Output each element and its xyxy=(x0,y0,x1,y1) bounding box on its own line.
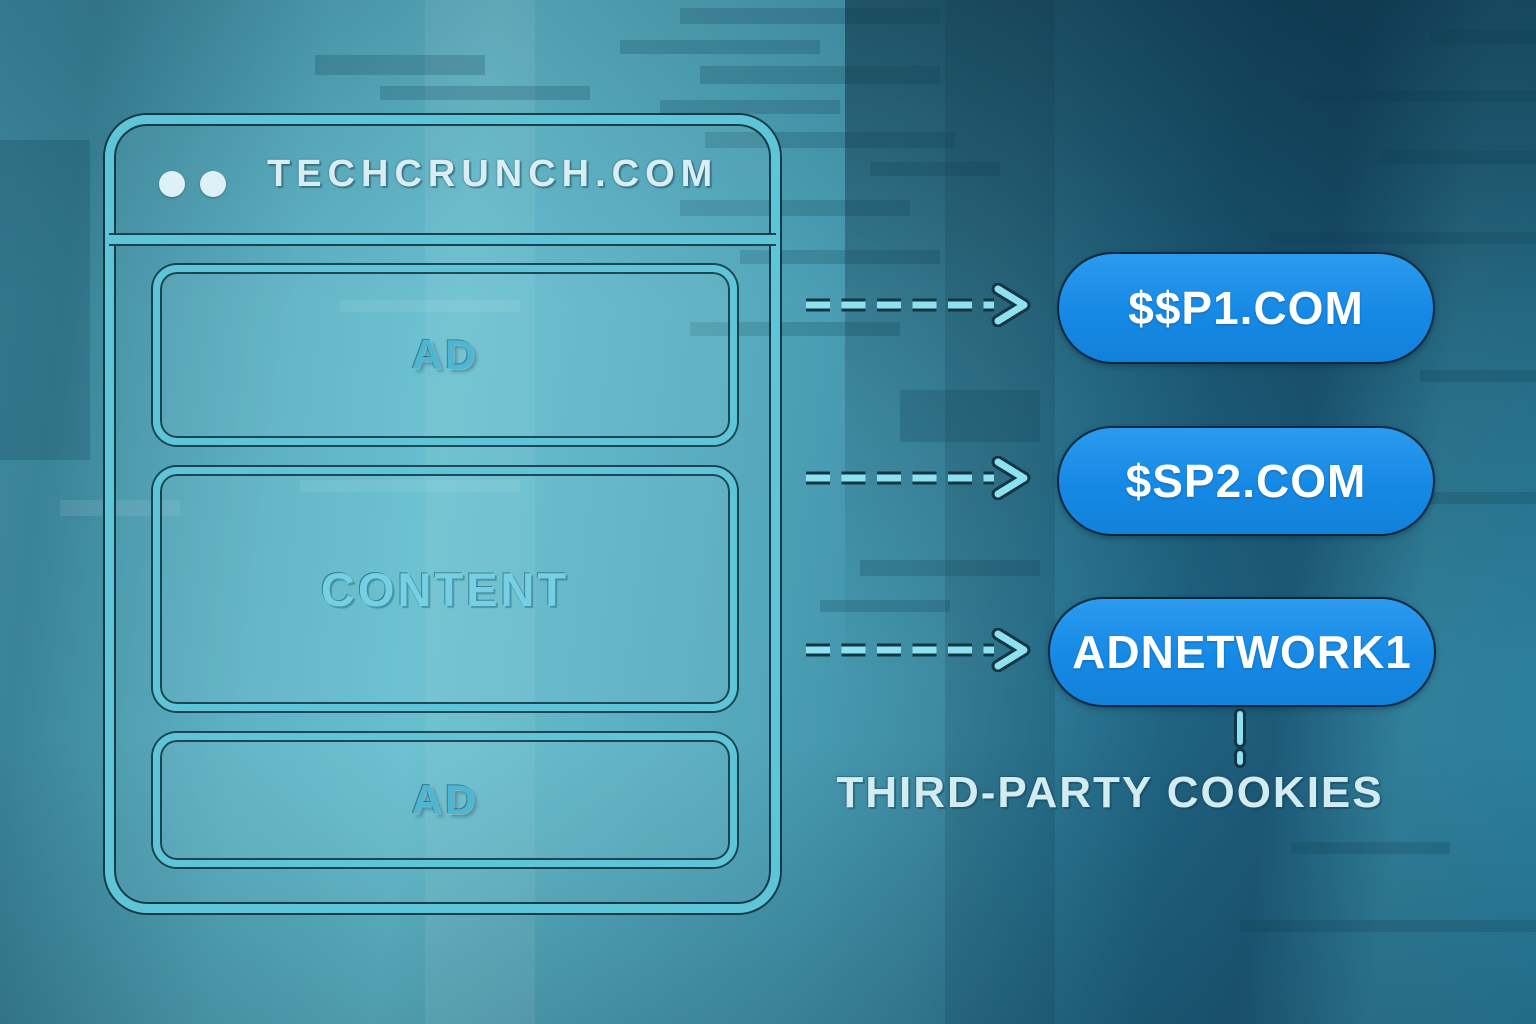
glitch-bar xyxy=(315,55,485,75)
ad-slot-top: AD xyxy=(153,265,737,445)
glitch-bar xyxy=(690,322,900,336)
ad-slot-bottom: AD xyxy=(153,733,737,867)
ad-slot-label: AD xyxy=(411,776,479,823)
glitch-bar xyxy=(1380,150,1536,164)
diagram-caption: THIRD-PARTY COOKIES xyxy=(836,768,1384,817)
window-dot-icon xyxy=(200,171,226,197)
glitch-bar xyxy=(1420,370,1536,382)
tracker-pill-label: ADNETWORK1 xyxy=(1072,626,1412,678)
dashed-arrow-icon xyxy=(806,628,1031,672)
glitch-bar xyxy=(680,8,940,24)
glitch-bar xyxy=(620,40,820,54)
browser-titlebar: TECHCRUNCH.COM xyxy=(105,115,780,233)
glitch-bar xyxy=(1430,30,1536,44)
glitch-bar xyxy=(700,66,940,84)
glitch-bar xyxy=(870,162,1000,176)
background-dark-band xyxy=(945,0,1055,1024)
glitch-bar xyxy=(0,140,90,460)
titlebar-divider xyxy=(109,233,776,246)
glitch-bar xyxy=(340,300,520,312)
tracker-pill-ssp2: $SP2.COM xyxy=(1057,426,1435,536)
browser-window: TECHCRUNCH.COM AD CONTENT AD xyxy=(105,115,780,913)
glitch-bar xyxy=(680,200,910,216)
tracker-pill-label: $SP2.COM xyxy=(1125,455,1367,507)
glitch-bar xyxy=(740,250,940,264)
dashed-arrow-icon xyxy=(806,456,1031,500)
site-url: TECHCRUNCH.COM xyxy=(267,152,719,195)
glitch-bar xyxy=(1290,842,1450,854)
tracker-pill-ssp1: $$P1.COM xyxy=(1057,252,1435,364)
window-dot-icon xyxy=(159,171,185,197)
dashed-connector-icon xyxy=(1234,708,1246,768)
background-light-band xyxy=(425,0,535,1024)
dashed-arrow-icon xyxy=(806,283,1031,327)
glitch-bar xyxy=(860,560,1040,576)
tracker-pill-label: $$P1.COM xyxy=(1128,282,1364,334)
tracker-pill-adnetwork1: ADNETWORK1 xyxy=(1048,597,1436,707)
glitch-bar xyxy=(300,480,520,492)
glitch-bar xyxy=(1300,90,1536,102)
glitch-bar xyxy=(820,600,950,612)
glitch-bar xyxy=(1240,920,1536,932)
browser-window-frame xyxy=(105,115,780,913)
ad-slot-label: AD xyxy=(411,331,479,378)
glitch-bar xyxy=(660,100,840,114)
glitch-bar xyxy=(1270,232,1536,244)
glitch-bar xyxy=(380,86,590,100)
glitch-bar xyxy=(60,500,180,516)
glitch-bar xyxy=(900,390,1040,442)
content-area: CONTENT xyxy=(153,467,737,711)
content-label: CONTENT xyxy=(320,562,570,616)
